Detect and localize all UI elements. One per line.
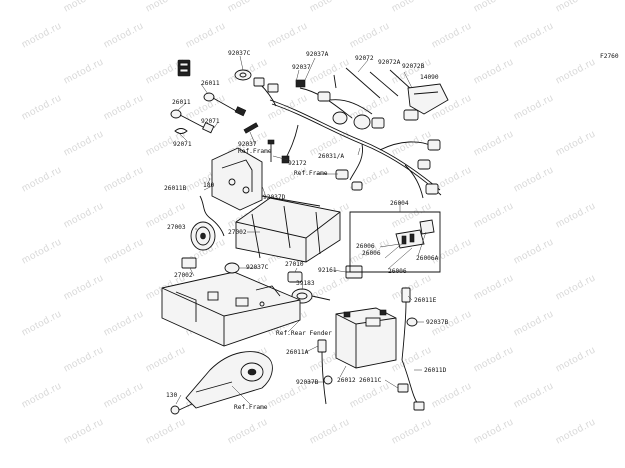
- label-92037-mid: 92037: [238, 141, 257, 148]
- label-92037a: 92037A: [306, 51, 329, 58]
- clip-92172: [267, 139, 275, 162]
- label-26011e: 26011E: [414, 297, 437, 304]
- label-92072: 92072: [355, 55, 374, 62]
- frame-bracket: [211, 147, 263, 211]
- label-27002-b: 27002: [174, 272, 193, 279]
- main-wiring-harness: [253, 77, 442, 199]
- grommet-92037c-mid: [224, 262, 240, 274]
- label-26011b: 26011B: [164, 185, 187, 192]
- battery-26012: [335, 307, 397, 369]
- figure-code: F2760: [600, 53, 619, 60]
- label-92037b-b: 92037B: [296, 379, 319, 386]
- label-26006-c: 26006: [388, 268, 407, 275]
- label-26006-b: 26006: [362, 250, 381, 257]
- label-26011d: 26011D: [424, 367, 447, 374]
- label-92071-a: 92071: [201, 118, 220, 125]
- label-27002-a: 27002: [228, 229, 247, 236]
- bolt-130: [170, 403, 193, 415]
- label-ref-frame-c: Ref.Frame: [234, 404, 268, 411]
- label-26011-b: 26011: [172, 99, 191, 106]
- lower-frame: [185, 351, 273, 409]
- label-26006-a: 26006: [356, 243, 375, 250]
- fuse-box-26004: [349, 211, 441, 273]
- connector-clip-top: [177, 59, 191, 77]
- label-92072a: 92072A: [378, 59, 401, 66]
- label-180: 180: [203, 182, 215, 189]
- label-27003: 27003: [167, 224, 186, 231]
- label-26011a: 26011A: [286, 349, 309, 356]
- clip-92071: [174, 128, 188, 134]
- label-92037: 92037: [292, 64, 311, 71]
- clamp-92037: [243, 122, 259, 134]
- label-92172: 92172: [288, 160, 307, 167]
- label-27010: 27010: [285, 261, 304, 268]
- label-26011-a: 26011: [201, 80, 220, 87]
- sensor-lead-26011-2: [170, 109, 215, 134]
- label-92161: 92161: [318, 267, 337, 274]
- band-ties: [333, 67, 413, 99]
- connector-27002-b: [181, 257, 197, 269]
- label-ref-frame-b: Ref.Frame: [294, 170, 328, 177]
- label-92037c-top: 92037C: [228, 50, 251, 57]
- label-92071-b: 92071: [173, 141, 192, 148]
- leader-lines: [175, 55, 427, 405]
- label-ref-frame-a: Ref.Frame: [238, 148, 272, 155]
- label-26012: 26012: [337, 377, 356, 384]
- label-92037d: 92037D: [263, 194, 286, 201]
- sensor-lead-26011: [203, 92, 247, 117]
- label-92072b: 92072B: [402, 63, 425, 70]
- label-14090: 14090: [420, 74, 439, 81]
- grommet-92037c-top: [234, 69, 252, 81]
- cable-26011e: [401, 287, 418, 361]
- battery-tray-27002: [161, 271, 301, 347]
- label-26006a: 26006A: [416, 255, 439, 262]
- label-92037c-mid: 92037C: [246, 264, 269, 271]
- wire-26011b: [199, 195, 225, 237]
- label-39183: 39183: [296, 280, 315, 287]
- frame-crossmember: [235, 195, 341, 263]
- label-26031a: 26031/A: [318, 153, 345, 160]
- label-92037b-a: 92037B: [426, 319, 449, 326]
- label-ref-rear-fender: Ref.Rear Fender: [276, 330, 332, 337]
- cable-26011d: [397, 359, 425, 411]
- label-130: 130: [166, 392, 178, 399]
- cable-26011a: [317, 339, 333, 405]
- cover-14090: [407, 83, 449, 115]
- label-26011c: 26011C: [359, 377, 382, 384]
- label-26004: 26004: [390, 200, 409, 207]
- horn-27003: [190, 221, 216, 251]
